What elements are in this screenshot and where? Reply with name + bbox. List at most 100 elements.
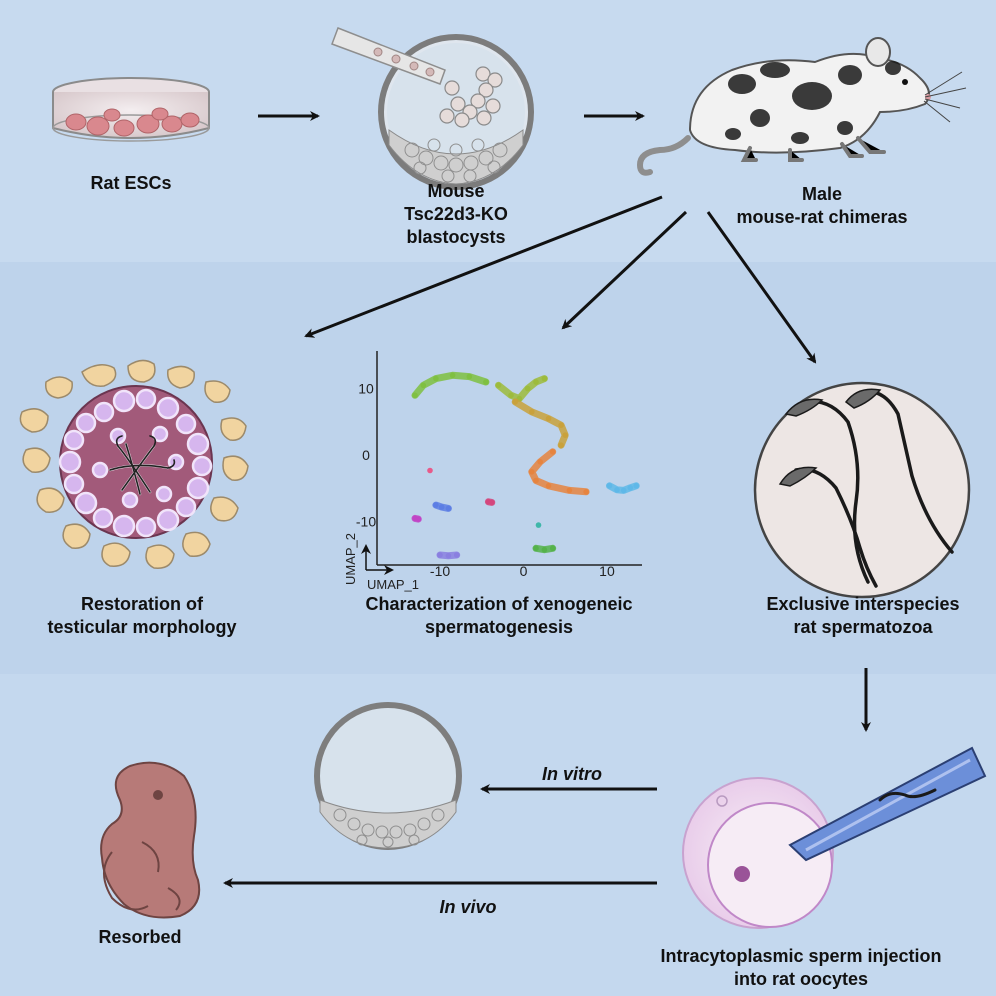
arrow-to-characterization bbox=[561, 210, 688, 330]
spermatozoa-icon bbox=[753, 381, 971, 599]
umap-x-tick: 0 bbox=[520, 563, 528, 579]
umap-point bbox=[529, 469, 535, 475]
umap-point bbox=[620, 487, 627, 494]
umap-point bbox=[466, 373, 473, 380]
umap-y-label: UMAP_2 bbox=[343, 533, 358, 585]
label-characterization: Characterization of xenogeneic spermatog… bbox=[339, 593, 659, 639]
label-chimeras-line1: Male bbox=[801, 184, 843, 204]
umap-point bbox=[489, 499, 495, 506]
label-icsi: Intracytoplasmic sperm injection into ra… bbox=[623, 945, 979, 991]
arrow-to-spermatozoa bbox=[706, 211, 817, 364]
label-mouse-line3: blastocysts bbox=[406, 227, 506, 247]
label-mouse-line2: Tsc22d3-KO bbox=[404, 204, 508, 224]
umap-point bbox=[512, 399, 518, 405]
umap-point bbox=[483, 379, 489, 385]
label-restoration-line1: Restoration of bbox=[80, 594, 203, 614]
label-rat-escs-text: Rat ESCs bbox=[90, 173, 172, 193]
umap-point bbox=[533, 379, 539, 385]
umap-point bbox=[583, 489, 589, 495]
umap-point bbox=[445, 552, 452, 559]
label-restoration: Restoration of testicular morphology bbox=[22, 593, 262, 639]
umap-point bbox=[449, 372, 456, 379]
label-characterization-line2: spermatogenesis bbox=[424, 617, 574, 637]
umap-y-tick: -10 bbox=[356, 514, 376, 530]
label-mouse-line1: Mouse bbox=[427, 181, 485, 201]
label-restoration-line2: testicular morphology bbox=[47, 617, 237, 637]
umap-point bbox=[508, 392, 514, 399]
umap-point bbox=[541, 546, 548, 553]
umap-point bbox=[412, 392, 418, 399]
umap-x-tick: 10 bbox=[599, 563, 615, 579]
umap-point bbox=[445, 505, 452, 512]
label-resorbed-text: Resorbed bbox=[98, 927, 182, 947]
label-mouse-blastocysts: Mouse Tsc22d3-KO blastocysts bbox=[356, 180, 556, 249]
label-in-vitro-text: In vitro bbox=[541, 764, 602, 784]
label-icsi-line1: Intracytoplasmic sperm injection bbox=[660, 946, 942, 966]
umap-point bbox=[433, 502, 439, 508]
blastocyst-injection-icon bbox=[331, 27, 534, 190]
umap-cluster bbox=[535, 522, 542, 528]
label-rat-escs: Rat ESCs bbox=[51, 172, 211, 195]
umap-cluster bbox=[432, 501, 452, 512]
umap-cluster bbox=[436, 551, 461, 560]
umap-point bbox=[427, 467, 433, 474]
umap-point bbox=[541, 375, 548, 382]
umap-x-tick: -10 bbox=[430, 563, 450, 579]
umap-y-tick: 10 bbox=[358, 381, 374, 397]
umap-point bbox=[529, 409, 535, 415]
umap-point bbox=[566, 487, 573, 494]
umap-cluster bbox=[495, 375, 548, 403]
label-spermatozoa-line1: Exclusive interspecies bbox=[766, 594, 960, 614]
umap-point bbox=[438, 504, 445, 510]
umap-point bbox=[614, 487, 620, 493]
umap-point bbox=[558, 422, 564, 429]
umap-point bbox=[627, 485, 634, 491]
umap-cluster bbox=[411, 371, 490, 399]
umap-cluster bbox=[606, 482, 640, 494]
umap-point bbox=[545, 415, 552, 422]
umap-y-tick: 0 bbox=[362, 447, 370, 463]
umap-point bbox=[537, 459, 543, 465]
umap-cluster-trace bbox=[528, 448, 590, 496]
icsi-oocyte-icon bbox=[682, 746, 987, 929]
umap-point bbox=[415, 516, 422, 522]
label-chimeras-line2: mouse-rat chimeras bbox=[736, 207, 908, 227]
label-spermatozoa-line2: rat spermatozoa bbox=[793, 617, 933, 637]
umap-cluster bbox=[532, 544, 557, 554]
label-in-vivo-text: In vivo bbox=[439, 897, 497, 917]
seminiferous-tubule-icon bbox=[19, 359, 249, 569]
umap-point bbox=[535, 522, 542, 528]
chimera-mouse-icon bbox=[636, 37, 967, 176]
resorbed-embryo-icon bbox=[100, 761, 201, 919]
umap-point bbox=[606, 483, 613, 489]
umap-point bbox=[495, 382, 502, 389]
umap-point bbox=[545, 483, 552, 489]
arrow-to-restoration bbox=[304, 195, 663, 338]
umap-cluster bbox=[511, 398, 569, 449]
label-in-vivo: In vivo bbox=[408, 896, 528, 919]
umap-point bbox=[549, 449, 556, 455]
umap-cluster bbox=[484, 498, 496, 506]
umap-point bbox=[420, 382, 427, 389]
umap-point bbox=[633, 483, 639, 489]
umap-cluster bbox=[528, 448, 590, 496]
label-spermatozoa: Exclusive interspecies rat spermatozoa bbox=[733, 593, 993, 639]
label-icsi-line2: into rat oocytes bbox=[733, 969, 869, 989]
umap-point bbox=[562, 432, 568, 439]
umap-point bbox=[549, 545, 556, 552]
label-in-vitro: In vitro bbox=[512, 763, 632, 786]
umap-point bbox=[558, 442, 564, 449]
umap-cluster bbox=[427, 467, 433, 474]
umap-x-label: UMAP_1 bbox=[367, 577, 419, 592]
umap-cluster-trace bbox=[511, 398, 569, 449]
umap-point bbox=[524, 385, 531, 392]
umap-point bbox=[437, 552, 443, 558]
umap-point bbox=[533, 477, 539, 484]
rat-blastocyst-icon bbox=[314, 702, 462, 850]
umap-point bbox=[433, 375, 439, 382]
label-characterization-line1: Characterization of xenogeneic bbox=[365, 594, 633, 614]
umap-point bbox=[533, 545, 539, 552]
umap-chart: -10 0 10 10 0 -10 UMAP_1 UMAP_2 bbox=[343, 351, 642, 592]
